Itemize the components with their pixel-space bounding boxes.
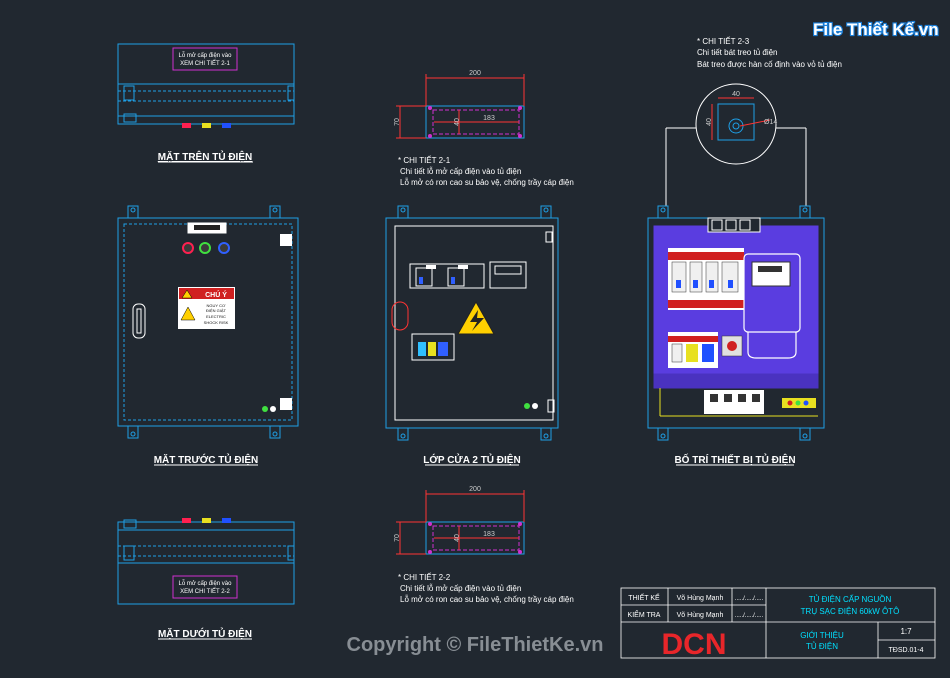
detail-2-3-dim-h: 40 (706, 118, 713, 126)
detail-2-1-dim-height: 70 (394, 118, 401, 126)
detail-2-2-line1: Chi tiết lỗ mở cấp điện vào tủ điện (400, 584, 521, 593)
project-line1: TỦ ĐIỆN CẤP NGUỒN (809, 594, 892, 604)
copyright-watermark: Copyright © FileThietKe.vn (347, 634, 604, 656)
detail-2-3-dim-w: 40 (732, 91, 740, 98)
detail-2-3-line2: Bát treo được hàn cố định vào vỏ tủ điện (697, 60, 842, 69)
checker-date: ...../...../..... (735, 613, 764, 619)
detail-2-1-drawing (396, 74, 525, 139)
top-view-title: MẶT TRÊN TỦ ĐIỆN (158, 150, 252, 163)
pilot-lamps (182, 242, 276, 412)
title-block (620, 587, 936, 659)
detail-2-2-title: * CHI TIẾT 2-2 (398, 572, 451, 582)
brand-logo-text: File Thiết Kế.vn (813, 20, 939, 39)
warning-sign-title: CHÚ Ý (205, 290, 227, 299)
drawing-scale: 1:7 (900, 627, 912, 636)
front-view (117, 205, 299, 439)
designer-date: ...../...../..... (735, 596, 764, 602)
top-hole-label-1: Lỗ mở cấp điện vào (179, 52, 233, 59)
drawing-number: TĐSD.01-4 (888, 647, 923, 654)
detail-2-1-dim-h2: 40 (454, 118, 461, 126)
warning-sign-text2: ĐIỆN GIẬT (206, 308, 227, 313)
detail-2-2-dim-width: 200 (469, 486, 481, 493)
top-entry-hole (172, 47, 238, 71)
detail-2-1-line2: Lỗ mở có ron cao su bảo vệ, chống trầy c… (400, 178, 574, 187)
sheet-title-line1: GIỚI THIỆU (800, 631, 844, 640)
detail-2-2-dim-h2: 40 (454, 534, 461, 542)
detail-2-1-dim-width: 200 (469, 70, 481, 77)
project-line2: TRỤ SẠC ĐIỆN 60kW ÔTÔ (801, 607, 900, 616)
detail-2-1-dim-inner: 183 (483, 115, 495, 122)
detail-2-2-drawing (396, 490, 525, 555)
inner-door-title: LỚP CỬA 2 TỦ ĐIỆN (423, 453, 520, 466)
detail-2-3-title: * CHI TIẾT 2-3 (697, 36, 750, 46)
warning-sign (178, 287, 235, 329)
sheet-title-line2: TỦ ĐIỆN (806, 642, 838, 651)
bottom-view (117, 518, 295, 605)
detail-2-3-line1: Chi tiết bát treo tủ điện (697, 48, 778, 57)
top-view (117, 43, 295, 128)
detail-2-3-drawing (665, 83, 807, 206)
bottom-hole-label-2: XEM CHI TIẾT 2-2 (180, 588, 230, 595)
equipment-devices (659, 248, 818, 417)
inner-door-view (385, 205, 559, 441)
designer-label: THIẾT KẾ (628, 592, 660, 602)
detail-2-2-dim-height: 70 (394, 534, 401, 542)
front-view-title: MẶT TRƯỚC TỦ ĐIỆN (154, 453, 259, 466)
warning-sign-text4: SHOCK RISK (204, 320, 229, 325)
brand-logo: File Thiết Kế.vn (812, 19, 940, 40)
bottom-hole-label-1: Lỗ mở cấp điện vào (179, 580, 233, 587)
detail-2-3-dim-hole: Ø14 (764, 119, 777, 126)
checker-label: KIỂM TRA (628, 610, 661, 619)
inner-door-devices (418, 265, 538, 409)
detail-2-1-title: * CHI TIẾT 2-1 (398, 155, 451, 165)
detail-2-2-line2: Lỗ mở có ron cao su bảo vệ, chống trầy c… (400, 595, 574, 604)
designer-name: Võ Hùng Mạnh (677, 595, 724, 602)
equipment-layout-title: BỐ TRÍ THIẾT BỊ TỦ ĐIỆN (674, 452, 795, 466)
warning-sign-text3: ELECTRIC (206, 314, 226, 319)
company-logo: DCN (662, 628, 727, 661)
warning-sign-text1: NGUY CƠ (207, 303, 226, 308)
checker-name: Võ Hùng Mạnh (677, 612, 724, 619)
bottom-view-title: MẶT DƯỚI TỦ ĐIỆN (158, 627, 252, 640)
top-hole-label-2: XEM CHI TIẾT 2-1 (180, 60, 230, 67)
detail-2-2-dim-inner: 183 (483, 531, 495, 538)
detail-2-1-line1: Chi tiết lỗ mở cấp điện vào tủ điện (400, 167, 521, 176)
